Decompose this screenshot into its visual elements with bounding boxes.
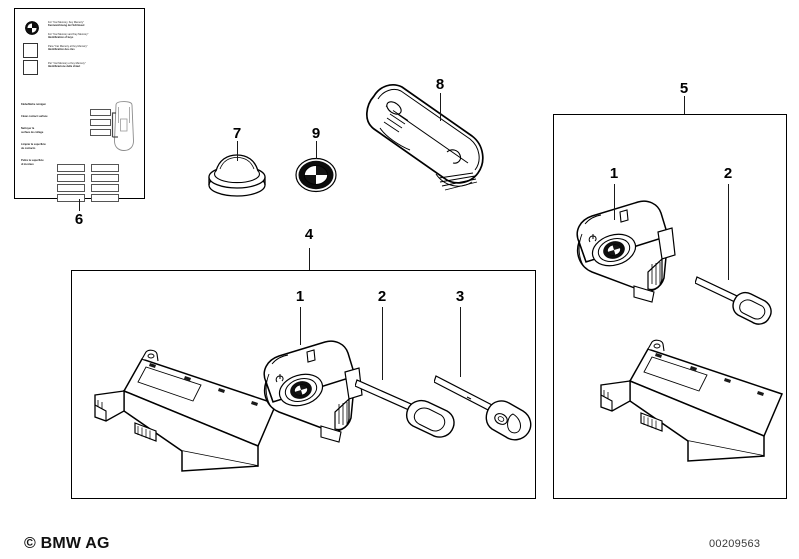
leader-line-4 <box>309 248 310 270</box>
label-field-r2c1[interactable] <box>57 174 85 182</box>
callout-2-box4: 2 <box>377 288 387 305</box>
instruction-line-6: de contacto <box>21 147 36 150</box>
leader-line-2-box5 <box>728 184 729 280</box>
assembly-box-4 <box>71 270 536 499</box>
callout-9: 9 <box>311 125 321 142</box>
key-fob-box5[interactable] <box>562 198 692 323</box>
leader-line-1-box5 <box>614 184 615 220</box>
key-with-blade-box4[interactable] <box>434 370 539 450</box>
key-fob-box4[interactable] <box>249 338 379 463</box>
bmw-roundel-icon <box>25 21 39 35</box>
label-entry-it-line1: Per "Car Memory e Key Memory" <box>48 62 86 65</box>
label-strip-field-3[interactable] <box>90 129 111 136</box>
callout-1-box4: 1 <box>295 288 305 305</box>
callout-8: 8 <box>435 76 445 93</box>
callout-3-box4: 3 <box>455 288 465 305</box>
leader-line-9 <box>316 141 317 159</box>
label-entry-es: Para "Car Memory el Key Memory" Identifi… <box>48 45 88 52</box>
label-entry-de-line2: Kennzeichnung der Schlüssel <box>48 24 85 28</box>
instruction-line-3: Nettoyer la <box>21 127 35 130</box>
instruction-line-8: di incolare <box>21 163 34 166</box>
instruction-line-2: Clean contact surface <box>21 115 48 118</box>
label-field-r4c1[interactable] <box>57 194 85 202</box>
label-field-r1c1[interactable] <box>57 164 85 172</box>
footer-copyright: © BMW AG <box>24 535 110 552</box>
label-entry-it: Per "Car Memory e Key Memory" Identifica… <box>48 62 86 69</box>
label-entry-de-line1: For "Car Memory, Key Memory" <box>48 21 84 24</box>
label-entry-en-line2: Identification of keys <box>48 36 74 40</box>
label-field-r2c2[interactable] <box>91 174 119 182</box>
callout-5: 5 <box>679 80 689 97</box>
leader-line-6 <box>79 199 80 211</box>
label-entry-es-line1: Para "Car Memory el Key Memory" <box>48 45 88 48</box>
instruction-line-4: surface de collage <box>21 131 44 134</box>
key-fob-shell[interactable] <box>344 74 494 204</box>
leader-line-5 <box>684 96 685 114</box>
identification-label[interactable]: For "Car Memory, Key Memory" Kennzeichnu… <box>14 8 145 202</box>
label-field-r4c2[interactable] <box>91 194 119 202</box>
leader-line-7 <box>237 141 238 161</box>
instruction-line-1: Klebefläche reinigen <box>21 103 46 106</box>
label-entry-de: For "Car Memory, Key Memory" Kennzeichnu… <box>48 21 84 28</box>
key-blade-box4[interactable] <box>355 373 470 451</box>
label-checkbox-2[interactable] <box>23 60 38 75</box>
label-entry-es-line2: Identificatlon des cles <box>48 48 75 52</box>
label-key-illustration <box>107 101 141 153</box>
callout-1-box5: 1 <box>609 165 619 182</box>
instruction-line-5: Limpiar la superficie <box>21 143 46 146</box>
label-field-r3c2[interactable] <box>91 184 119 192</box>
callout-6: 6 <box>74 211 84 228</box>
key-blade-box5[interactable] <box>695 272 783 340</box>
label-strip-field-2[interactable] <box>90 119 111 126</box>
leader-line-8 <box>440 93 441 121</box>
label-field-r1c2[interactable] <box>91 164 119 172</box>
control-module-box5[interactable] <box>592 337 792 469</box>
label-entry-en: For "Car Memory and Key Memory" Identifi… <box>48 33 88 40</box>
control-module-box4[interactable] <box>86 347 286 479</box>
label-checkbox-1[interactable] <box>23 43 38 58</box>
instruction-line-7: Pulire la superficie <box>21 159 44 162</box>
diagram-id: 00209563 <box>709 538 761 550</box>
leader-line-2-box4 <box>382 307 383 380</box>
assembly-box-5 <box>553 114 787 499</box>
bmw-roundel-emblem[interactable] <box>295 157 337 193</box>
callout-2-box5: 2 <box>723 165 733 182</box>
label-entry-en-line1: For "Car Memory and Key Memory" <box>48 33 89 36</box>
label-field-r3c1[interactable] <box>57 184 85 192</box>
label-strip-field-1[interactable] <box>90 109 111 116</box>
callout-7: 7 <box>232 125 242 142</box>
leader-line-3-box4 <box>460 307 461 377</box>
callout-4: 4 <box>304 226 314 243</box>
leader-line-1-box4 <box>300 307 301 345</box>
label-entry-it-line2: Identificazione delle chiavi <box>48 65 81 69</box>
rubber-cap[interactable] <box>206 152 268 200</box>
